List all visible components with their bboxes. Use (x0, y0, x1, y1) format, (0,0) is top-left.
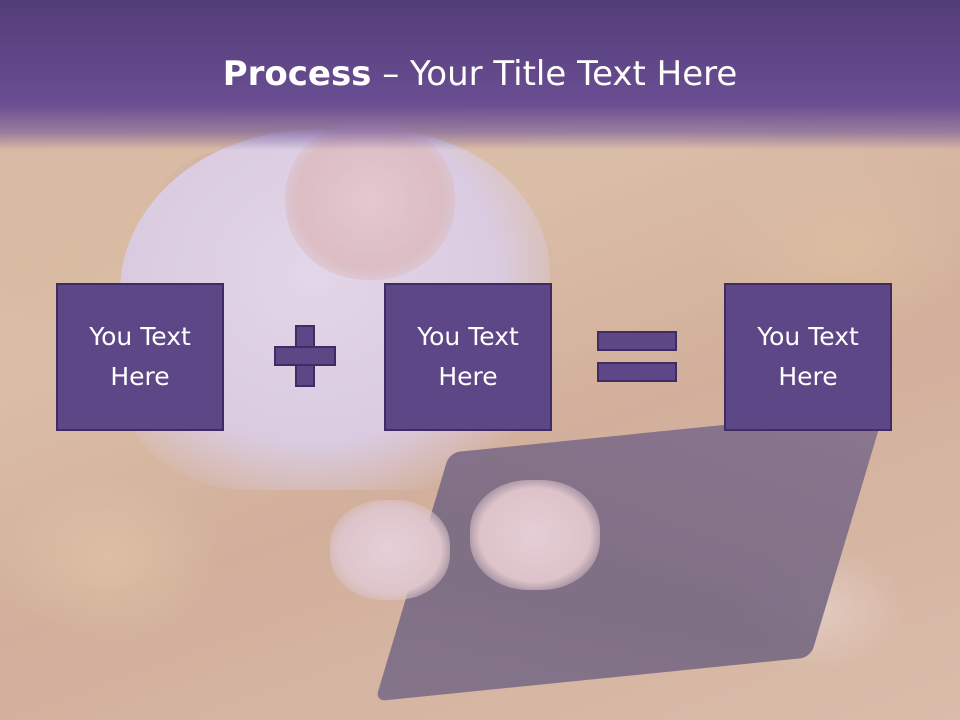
text-box-1[interactable]: You Text Here (56, 283, 224, 431)
text-box-1-label: You Text Here (89, 322, 191, 391)
text-box-2-label: You Text Here (417, 322, 519, 391)
photo-hand (470, 480, 600, 590)
title-rest: – Your Title Text Here (371, 54, 738, 94)
title-bar (0, 0, 960, 150)
photo-hand-left (330, 500, 450, 600)
text-box-3-label: You Text Here (757, 322, 859, 391)
slide-title[interactable]: Process – Your Title Text Here (0, 52, 960, 96)
equals-icon (597, 331, 677, 383)
text-box-2[interactable]: You Text Here (384, 283, 552, 431)
title-bold: Process (222, 54, 372, 94)
plus-icon (274, 325, 336, 387)
text-box-3[interactable]: You Text Here (724, 283, 892, 431)
